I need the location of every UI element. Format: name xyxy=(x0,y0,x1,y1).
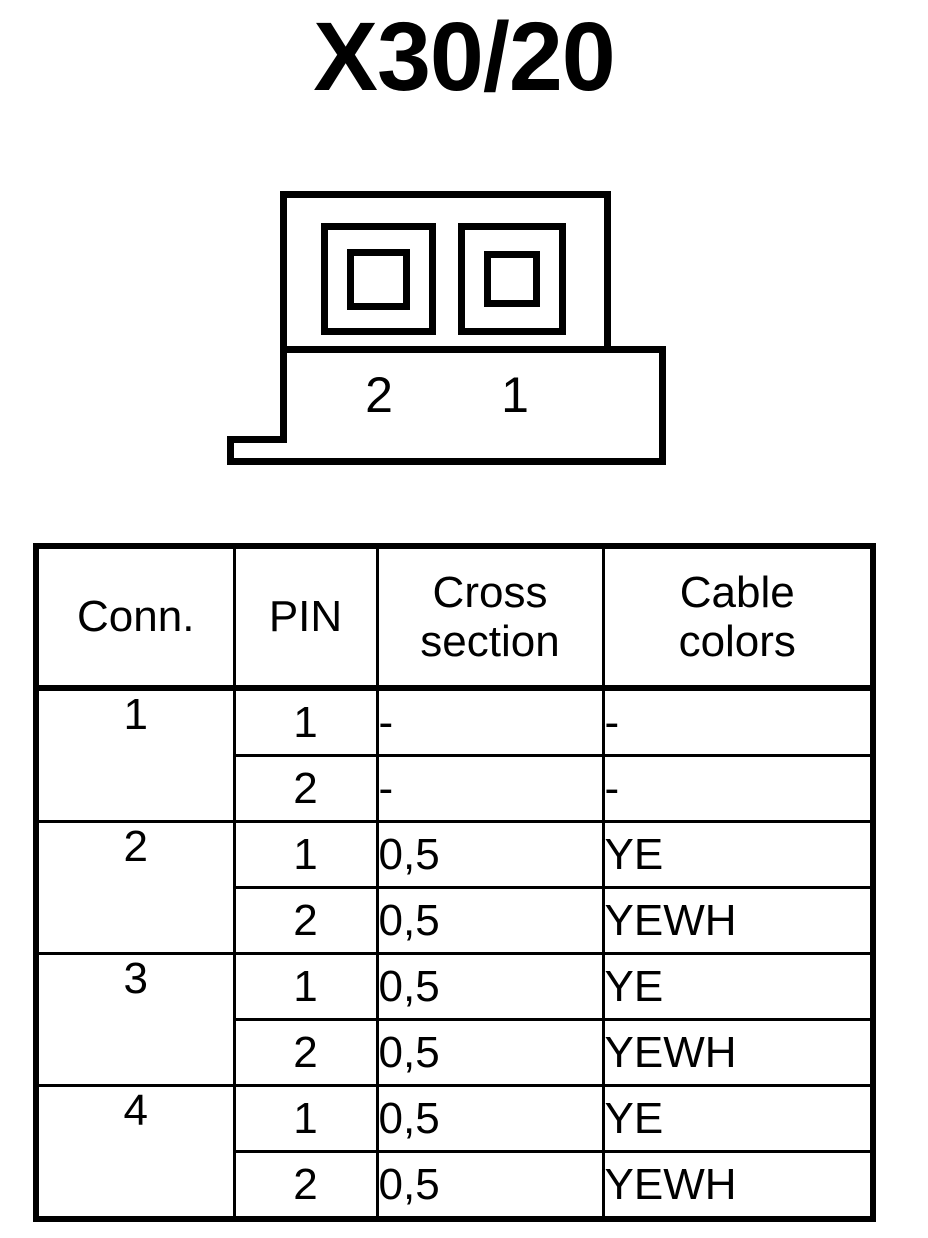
table-row: 4 1 0,5 YE xyxy=(34,1084,875,1221)
cell-cross-section: 0,5 xyxy=(375,1084,605,1153)
table-row: 3 1 0,5 YE xyxy=(34,952,875,1087)
connector-lower-body xyxy=(280,346,666,465)
cell-pin: 2 xyxy=(232,1018,379,1087)
cell-cable-color: YEWH xyxy=(601,1150,875,1221)
column-header-cross-section-line2: section xyxy=(420,617,560,666)
column-header-cross-section: Cross section xyxy=(375,544,605,691)
table-row: 2 0,5 YEWH xyxy=(36,1150,875,1221)
pin-slot-2-inner-contact xyxy=(347,248,410,310)
pin-number-label-2: 2 xyxy=(365,367,393,423)
pin-slot-1-inner-contact xyxy=(484,251,540,307)
cell-conn: 2 xyxy=(34,820,236,955)
table-row: 2 1 0,5 YE xyxy=(34,820,875,955)
column-header-cable-colors: Cable colors xyxy=(601,544,875,691)
pin-number-label-1: 1 xyxy=(501,367,529,423)
cell-cable-color: YEWH xyxy=(601,1018,875,1087)
column-header-cross-section-line1: Cross xyxy=(432,567,548,617)
cell-cross-section: 0,5 xyxy=(375,952,605,1021)
cell-conn: 3 xyxy=(34,952,236,1087)
cell-conn: 4 xyxy=(34,1084,236,1221)
cell-cable-color: YEWH xyxy=(601,886,875,955)
cell-cable-color: YE xyxy=(601,820,875,889)
cell-cable-color: YE xyxy=(601,952,875,1021)
cell-cross-section: 0,5 xyxy=(375,886,605,955)
cell-cross-section: 0,5 xyxy=(375,1150,605,1221)
pin-slot-1 xyxy=(458,223,566,335)
cell-pin: 1 xyxy=(232,1084,379,1153)
pin-slot-2 xyxy=(321,223,436,335)
cell-pin: 2 xyxy=(232,886,379,955)
cell-pin: 1 xyxy=(232,952,379,1021)
table-header-row: Conn. PIN Cross section Cable colors xyxy=(34,544,875,691)
cell-cable-color: - xyxy=(601,686,875,757)
column-header-cable-colors-line2: colors xyxy=(678,617,796,666)
table-row: 2 - - xyxy=(36,754,875,823)
cell-pin: 1 xyxy=(232,686,379,757)
cell-cable-color: YE xyxy=(601,1084,875,1153)
column-header-cable-colors-line1: Cable xyxy=(679,567,795,617)
cell-cross-section: - xyxy=(375,754,605,823)
cell-conn: 1 xyxy=(34,686,236,823)
connector-latch-tab-icon xyxy=(227,436,287,465)
cell-pin: 2 xyxy=(232,1150,379,1221)
table-row: 1 1 - - xyxy=(34,686,875,823)
column-header-conn: Conn. xyxy=(34,544,236,691)
table-row: 2 0,5 YEWH xyxy=(36,886,875,955)
cable-assignment-table: Conn. PIN Cross section Cable colors 1 1… xyxy=(33,543,876,1222)
cell-cross-section: 0,5 xyxy=(375,1018,605,1087)
cell-pin: 2 xyxy=(232,754,379,823)
cell-cable-color: - xyxy=(601,754,875,823)
cell-cross-section: 0,5 xyxy=(375,820,605,889)
cell-pin: 1 xyxy=(232,820,379,889)
cell-cross-section: - xyxy=(375,686,605,757)
connector-diagram: 2 1 xyxy=(220,185,680,475)
table-row: 2 0,5 YEWH xyxy=(36,1018,875,1087)
page-title: X30/20 xyxy=(313,2,615,111)
column-header-pin: PIN xyxy=(232,544,379,691)
